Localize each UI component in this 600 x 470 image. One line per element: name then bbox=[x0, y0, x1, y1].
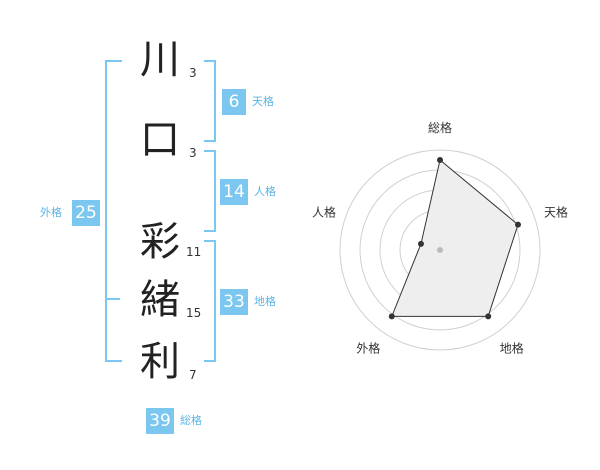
radar-ring-5 bbox=[339, 149, 541, 351]
stroke-count-5: 7 bbox=[189, 368, 197, 382]
soukaku-value: 39 bbox=[146, 408, 174, 434]
name-char-1: 川 bbox=[140, 37, 180, 83]
radar-point-2 bbox=[485, 313, 492, 320]
radar-axis-label-4: 人格 bbox=[312, 204, 336, 219]
gaikaku-value: 25 bbox=[72, 200, 100, 226]
stroke-count-2: 3 bbox=[189, 146, 197, 160]
radar-axis-label-3: 外格 bbox=[356, 341, 380, 356]
tenkaku-value: 6 bbox=[222, 89, 246, 115]
gaikaku-bracket-tick bbox=[105, 298, 120, 300]
radar-point-3 bbox=[388, 313, 395, 320]
gaikaku-label: 外格 bbox=[40, 206, 62, 219]
radar-axis-label-1: 天格 bbox=[544, 204, 568, 219]
chikaku-value: 33 bbox=[220, 289, 248, 315]
stroke-count-3: 11 bbox=[186, 245, 202, 259]
radar-points bbox=[388, 157, 521, 320]
jinkaku-bracket bbox=[204, 150, 216, 232]
name-char-5: 利 bbox=[140, 339, 180, 385]
chikaku-bracket bbox=[204, 240, 216, 362]
chikaku-label: 地格 bbox=[254, 295, 276, 308]
radar-data-polygon bbox=[391, 159, 519, 317]
name-char-3: 彩 bbox=[140, 219, 180, 265]
radar-center-dot bbox=[437, 247, 443, 253]
radar-axis-label-0: 総格 bbox=[428, 120, 452, 135]
radar-axis-label-2: 地格 bbox=[500, 341, 524, 356]
name-char-2: 口 bbox=[140, 117, 180, 163]
tenkaku-label: 天格 bbox=[252, 95, 274, 108]
jinkaku-label: 人格 bbox=[254, 185, 276, 198]
jinkaku-value: 14 bbox=[220, 179, 248, 205]
stroke-count-1: 3 bbox=[189, 66, 197, 80]
soukaku-label: 総格 bbox=[180, 414, 202, 427]
tenkaku-bracket bbox=[204, 60, 216, 142]
gaikaku-bracket bbox=[105, 60, 122, 362]
radar-point-0 bbox=[437, 157, 443, 163]
stroke-count-4: 15 bbox=[186, 306, 202, 320]
radar-point-1 bbox=[514, 221, 521, 228]
radar-point-4 bbox=[417, 240, 424, 247]
name-char-4: 緒 bbox=[140, 277, 180, 323]
